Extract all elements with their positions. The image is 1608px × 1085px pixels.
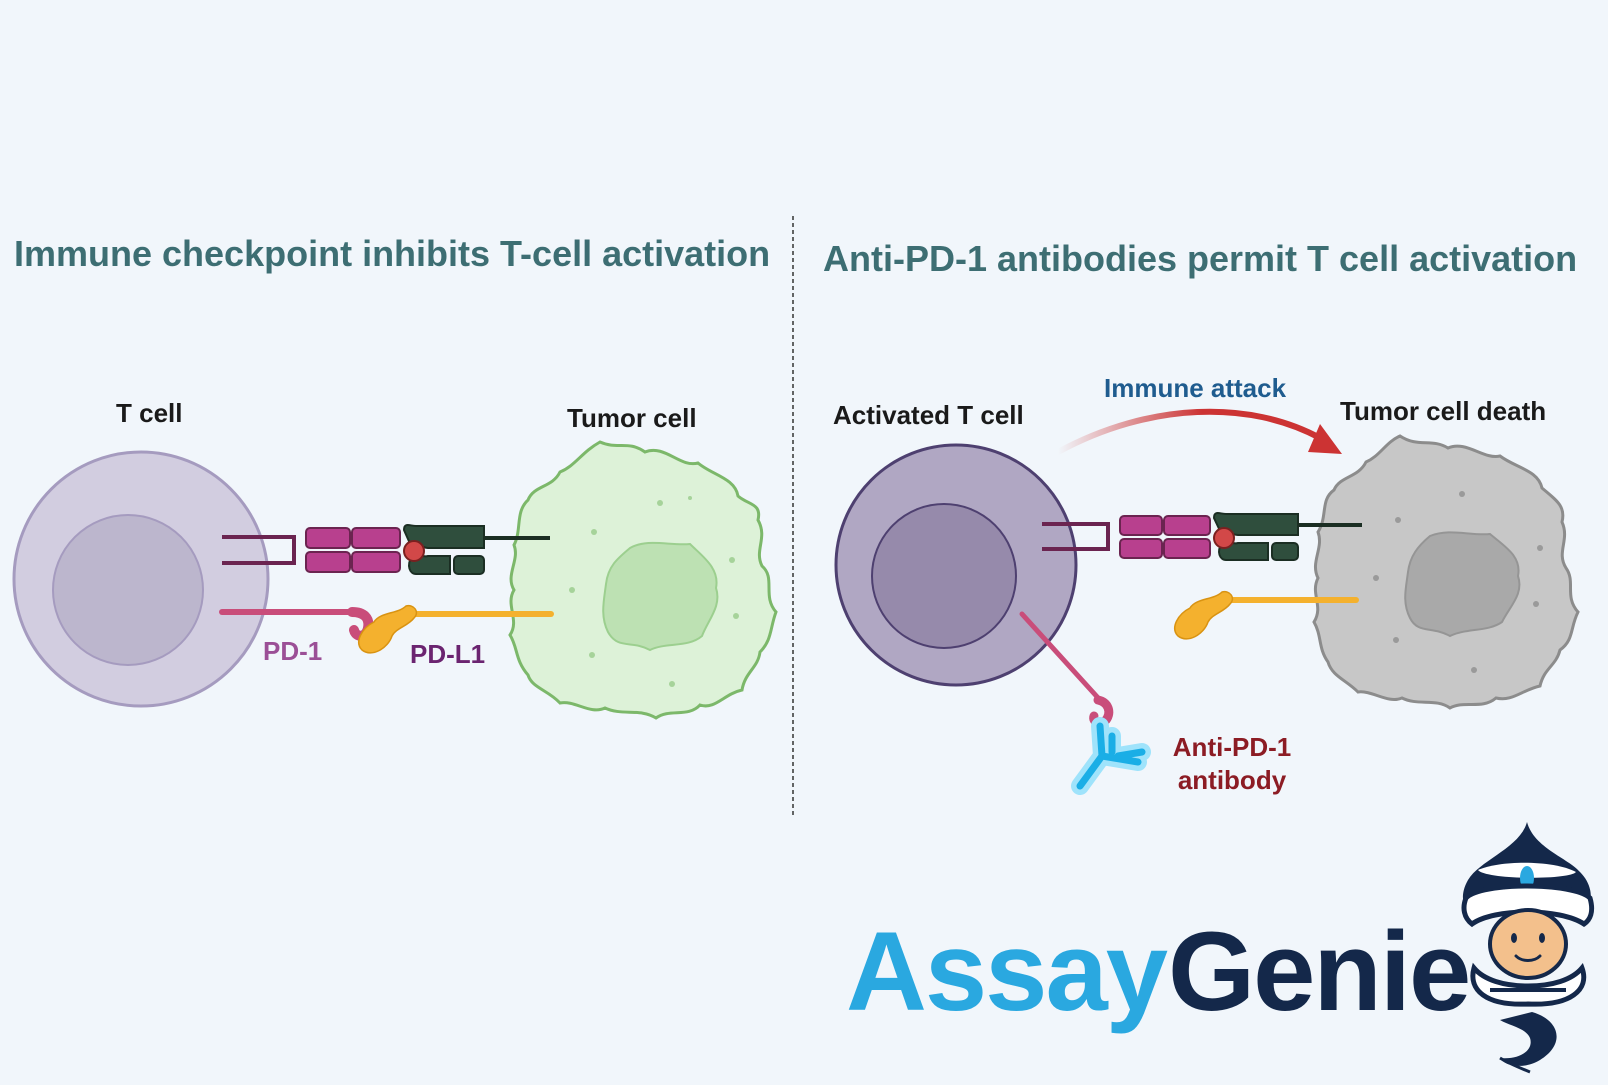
pd1-label: PD-1: [263, 636, 322, 666]
activated-t-cell-label: Activated T cell: [833, 400, 1024, 430]
immune-attack-label: Immune attack: [1104, 373, 1287, 403]
pdl1-label: PD-L1: [410, 639, 485, 669]
pd1-pdl1-interaction: [219, 604, 554, 654]
tumor-cell-label: Tumor cell: [567, 403, 697, 433]
logo-text-genie: Genie: [1168, 909, 1469, 1034]
immune-attack-arrow: [1055, 408, 1342, 455]
t-cell-label: T cell: [116, 398, 182, 428]
tcr-mhc-complex: [222, 524, 550, 575]
right-panel: Activated T cell Immune attack Tumor cel…: [833, 373, 1580, 795]
dying-tumor-cell: [1312, 434, 1580, 710]
tcr-mhc-complex-right: [1042, 512, 1362, 561]
pd1-antibody-complex: [1019, 611, 1151, 795]
right-panel-title: Anti-PD-1 antibodies permit T cell activ…: [823, 238, 1577, 279]
antibody-icon: [1071, 717, 1151, 795]
tumor-cell: [508, 440, 778, 720]
activated-t-cell: [834, 443, 1078, 687]
left-panel: T cell Tumor cell: [12, 398, 778, 720]
genie-mascot-icon: [1461, 822, 1595, 1074]
pdl1-free: [1174, 590, 1359, 640]
antibody-label-line1: Anti-PD-1: [1173, 732, 1291, 762]
tumor-cell-death-label: Tumor cell death: [1340, 396, 1546, 426]
t-cell: [12, 450, 270, 708]
left-panel-title: Immune checkpoint inhibits T-cell activa…: [14, 233, 770, 274]
assay-genie-logo: Assay Genie: [846, 822, 1595, 1074]
logo-text-assay: Assay: [846, 909, 1168, 1034]
antibody-label-line2: antibody: [1178, 765, 1287, 795]
